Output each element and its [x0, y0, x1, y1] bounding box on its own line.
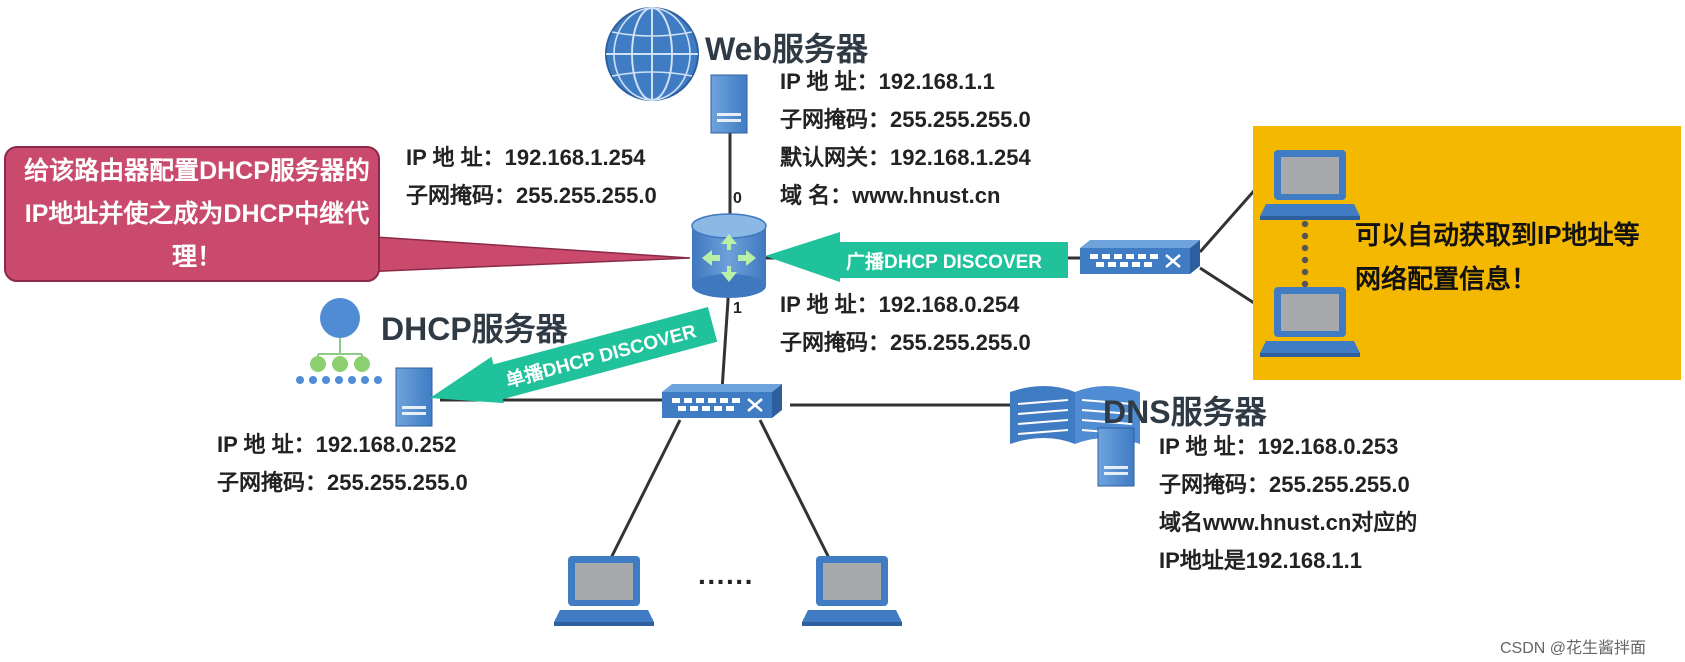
callout-background [4, 146, 380, 282]
web-server-title: Web服务器 [705, 31, 868, 67]
callout-pointer [359, 235, 691, 273]
laptop-icon [1260, 150, 1360, 220]
callout-box [4, 146, 691, 282]
dhcp-server-mask: 子网掩码：255.255.255.0 [217, 470, 468, 495]
dns-server-info: IP 地 址：192.168.0.253 子网掩码：255.255.255.0 … [1159, 428, 1417, 580]
dhcp-server-ip: IP 地 址：192.168.0.252 [217, 432, 457, 457]
router-port1-mask: 子网掩码：255.255.255.0 [780, 330, 1031, 355]
dns-server-title: DNS服务器 [1103, 394, 1267, 430]
router-port0-info: IP 地 址：192.168.1.254 子网掩码：255.255.255.0 [406, 139, 657, 215]
laptop-icon [1260, 287, 1360, 357]
broadcast-arrow: 广播DHCP DISCOVER [765, 232, 1068, 282]
dhcp-server-info: IP 地 址：192.168.0.252 子网掩码：255.255.255.0 [217, 426, 468, 502]
web-server-gateway: 默认网关：192.168.1.254 [780, 145, 1031, 170]
dns-server-tower-icon [1097, 427, 1135, 487]
switch-icon-right [1078, 238, 1202, 276]
web-server-mask: 子网掩码：255.255.255.0 [780, 107, 1031, 132]
dns-server-ip-note: IP地址是192.168.1.1 [1159, 548, 1363, 573]
router-port1-label: 1 [733, 300, 742, 317]
router-port0-label: 0 [733, 190, 742, 207]
web-server-info: IP 地 址：192.168.1.1 子网掩码：255.255.255.0 默认… [780, 63, 1031, 215]
router-icon [691, 213, 767, 298]
router-port0-mask: 子网掩码：255.255.255.0 [406, 183, 657, 208]
laptop-icon [554, 556, 654, 626]
web-server-tower-icon [710, 74, 748, 134]
auto-config-text: 可以自动获取到IP地址等网络配置信息！ [1355, 220, 1640, 294]
laptop-icon [802, 556, 902, 626]
laptops-ellipsis-dots [1301, 220, 1309, 288]
dhcp-tree-icon [296, 298, 382, 384]
dhcp-server-tower-icon [395, 367, 433, 427]
web-server-domain: 域 名：www.hnust.cn [780, 183, 1001, 208]
callout-text: 给该路由器配置DHCP服务器的IP地址并使之成为DHCP中继代理！ [24, 157, 370, 271]
router-port1-ip: IP 地 址：192.168.0.254 [780, 292, 1020, 317]
watermark: CSDN @花生酱拌面 [1500, 640, 1647, 657]
dhcp-server-title: DHCP服务器 [381, 311, 568, 347]
router-port1-info: IP 地 址：192.168.0.254 子网掩码：255.255.255.0 [780, 286, 1031, 362]
web-server-ip: IP 地 址：192.168.1.1 [780, 69, 995, 94]
router-port0-ip: IP 地 址：192.168.1.254 [406, 145, 646, 170]
globe-icon [605, 7, 699, 101]
link-switch-host-right [758, 419, 832, 561]
dns-server-ip: IP 地 址：192.168.0.253 [1159, 434, 1399, 459]
dns-server-domain-note: 域名www.hnust.cn对应的 [1159, 510, 1418, 535]
lan-hosts-ellipsis: ······ [698, 566, 754, 597]
link-switch-host-left [608, 419, 682, 561]
switch-icon-center [660, 382, 784, 420]
broadcast-label: 广播DHCP DISCOVER [846, 250, 1042, 273]
dns-server-mask: 子网掩码：255.255.255.0 [1159, 472, 1410, 497]
